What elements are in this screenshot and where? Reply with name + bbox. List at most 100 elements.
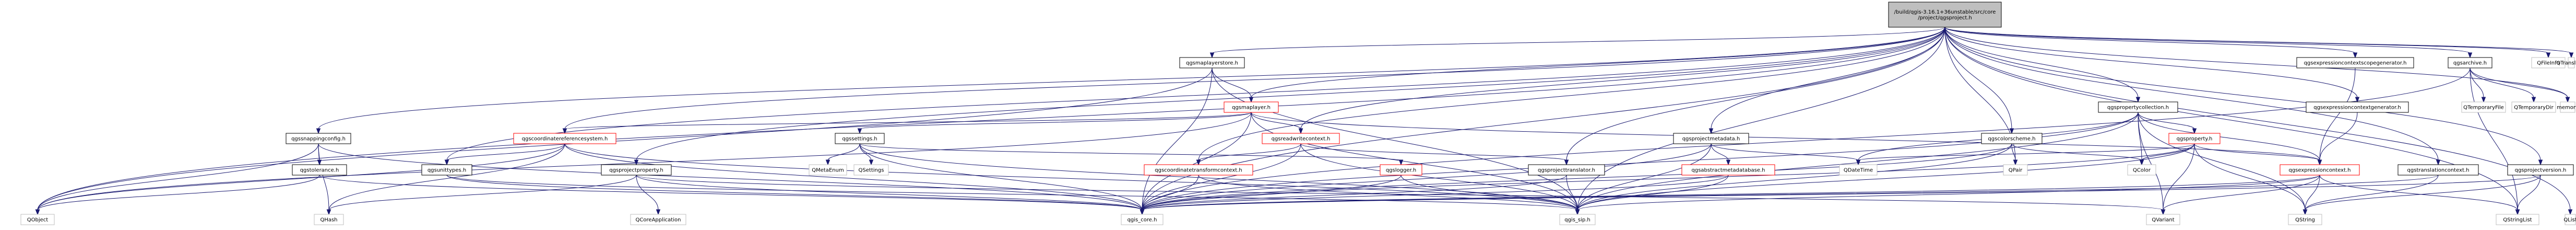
edge-line — [859, 143, 1402, 161]
edge-line — [1251, 112, 1301, 130]
node-label: QTranslator — [2556, 61, 2576, 66]
edge-root-to-qgsprojectmetadata — [1708, 27, 1945, 134]
node-qgsmaplayerstore[interactable]: qgsmaplayerstore.h — [1179, 57, 1245, 68]
node-label: qgslogger.h — [1386, 168, 1416, 174]
edge-qgsarchive-to-qtemporaryfile — [2470, 67, 2486, 103]
edge-line — [1944, 27, 2439, 161]
edge-line — [1212, 67, 1578, 211]
node-qgsexpressioncontextscopegenerator[interactable]: qgsexpressioncontextscopegenerator.h — [2296, 57, 2414, 68]
node-box — [809, 164, 847, 176]
node-qgsexpressioncontextgenerator[interactable]: qgsexpressioncontextgenerator.h — [2306, 101, 2409, 113]
node-box — [2288, 214, 2322, 225]
node-box — [513, 133, 616, 144]
dependency-nodes: /build/qgis-3.16.1+36unstable/src/core/p… — [20, 2, 2576, 225]
node-box — [1888, 2, 2002, 28]
edge-qgsmaplayerstore-to-qgsmaplayer — [1212, 67, 1254, 103]
node-qgscoordinatereferencesystem[interactable]: qgscoordinatereferencesystem.h — [513, 133, 616, 144]
edge-root-to-qgsprojectversion — [1944, 27, 2543, 166]
node-qfileinfo: QFileInfo — [2531, 57, 2566, 68]
edge-line — [859, 112, 1252, 130]
node-box — [1673, 133, 1749, 144]
node-box — [2098, 101, 2178, 113]
edge-line — [2470, 67, 2484, 98]
node-label: QVariant — [2152, 217, 2174, 223]
edge-line — [1577, 143, 1712, 211]
edge-line — [2319, 112, 2358, 161]
edge-arrowhead — [2302, 209, 2308, 215]
node-qgsreadwritecontext[interactable]: qgsreadwritecontext.h — [1262, 133, 1340, 144]
edge-line — [37, 143, 565, 211]
edge-line — [2470, 67, 2534, 98]
dependency-edges — [35, 27, 2574, 215]
edge-qgspropertycollection-to-qstring — [2138, 112, 2308, 215]
node-label: qgsprojectversion.h — [2515, 168, 2567, 174]
node-qgsprojecttranslator[interactable]: qgsprojecttranslator.h — [1528, 164, 1605, 176]
node-label: qgsarchive.h — [2453, 61, 2487, 66]
node-box — [630, 214, 686, 225]
node-label: qgsexpressioncontext.h — [2288, 168, 2351, 174]
node-qgstranslationcontext[interactable]: qgstranslationcontext.h — [2397, 164, 2479, 176]
node-qgssnappingconfig[interactable]: qgssnappingconfig.h — [286, 133, 351, 144]
node-qmetaenum: QMetaEnum — [809, 164, 847, 176]
node-label: qgscolorscheme.h — [1988, 136, 2035, 142]
node-qgspropertycollection[interactable]: qgspropertycollection.h — [2098, 101, 2178, 113]
edge-line — [1944, 27, 2568, 98]
edge-line — [1577, 175, 1729, 211]
node-qgsprojectproperty[interactable]: qgsprojectproperty.h — [601, 164, 672, 176]
node-label: qgsprojectproperty.h — [609, 168, 663, 174]
edge-line — [1142, 143, 1301, 211]
node-root[interactable]: /build/qgis-3.16.1+36unstable/src/core/p… — [1888, 2, 2002, 28]
node-qgsmaplayer[interactable]: qgsmaplayer.h — [1224, 101, 1279, 113]
node-qobject: QObject — [20, 214, 55, 225]
edge-line — [328, 175, 637, 211]
edge-line — [2319, 67, 2356, 161]
node-qgstolerance[interactable]: qgstolerance.h — [292, 164, 347, 176]
edge-arrowhead — [2139, 159, 2144, 166]
edge-qgsproperty-to-qcolor — [2139, 143, 2195, 166]
edge-line — [1142, 175, 2541, 211]
edge-line — [1142, 67, 1213, 211]
node-qgsunittypes[interactable]: qgsunittypes.h — [421, 164, 472, 176]
edge-qgscoordinatereferencesystem-to-qgsunittypes — [444, 143, 565, 166]
edge-arrowhead — [2009, 128, 2014, 134]
node-box — [1528, 164, 1605, 176]
node-qgsabstractmetadatabase[interactable]: qgsabstractmetadatabase.h — [1681, 164, 1775, 176]
edge-arrowhead — [1726, 159, 1731, 166]
node-qsettings: QSettings — [853, 164, 889, 176]
node-qgsprojectversion[interactable]: qgsprojectversion.h — [2507, 164, 2574, 176]
node-qgssettings[interactable]: qgssettings.h — [835, 133, 885, 144]
node-label: qgsabstractmetadatabase.h — [1692, 168, 1765, 174]
node-qgscoordinatetransformcontext[interactable]: qgscoordinatetransformcontext.h — [1144, 164, 1253, 176]
node-box — [2127, 164, 2156, 176]
node-qgsexpressioncontext[interactable]: qgsexpressioncontext.h — [2280, 164, 2360, 176]
node-label: qgsmaplayer.h — [1232, 105, 1271, 111]
edge-line — [1944, 27, 2518, 211]
edge-qgsmaplayer-to-qgssettings — [857, 112, 1252, 134]
node-label: qgsprojecttranslator.h — [1538, 168, 1595, 174]
node-qhash: QHash — [314, 214, 344, 225]
edge-root-to-qgsexpressioncontextscopegenerator — [1944, 27, 2358, 59]
edge-arrowhead — [2568, 209, 2573, 215]
edge-line — [1212, 27, 1945, 54]
edge-arrowhead — [2013, 159, 2018, 166]
edge-arrowhead — [2192, 128, 2197, 134]
edge-line — [318, 27, 1945, 130]
node-qgsprojectmetadata[interactable]: qgsprojectmetadata.h — [1673, 133, 1749, 144]
node-box — [2531, 57, 2566, 68]
node-qgsproperty[interactable]: qgsproperty.h — [2168, 133, 2221, 144]
edge-arrowhead — [1856, 159, 1861, 166]
node-qgscolorscheme[interactable]: qgscolorscheme.h — [1981, 133, 2043, 144]
node-label: qgstolerance.h — [300, 168, 339, 174]
edge-qgsproperty-to-qdatetime — [1856, 143, 2195, 166]
node-qtemporaryfile: QTemporaryFile — [2461, 101, 2506, 113]
node-qgslogger[interactable]: qgslogger.h — [1380, 164, 1422, 176]
edge-line — [1944, 27, 2358, 98]
edge-qgstolerance-to-qobject — [35, 175, 320, 215]
edge-arrowhead — [2467, 52, 2473, 59]
edge-qgsprojectproperty-to-qcoreapplication — [636, 175, 661, 215]
edge-qgscoordinatereferencesystem-to-qobject — [35, 143, 565, 215]
edge-line — [636, 175, 1143, 211]
node-label: QSettings — [859, 168, 884, 174]
node-label: qgsprojectmetadata.h — [1682, 136, 1740, 142]
node-qgsarchive[interactable]: qgsarchive.h — [2448, 57, 2492, 68]
